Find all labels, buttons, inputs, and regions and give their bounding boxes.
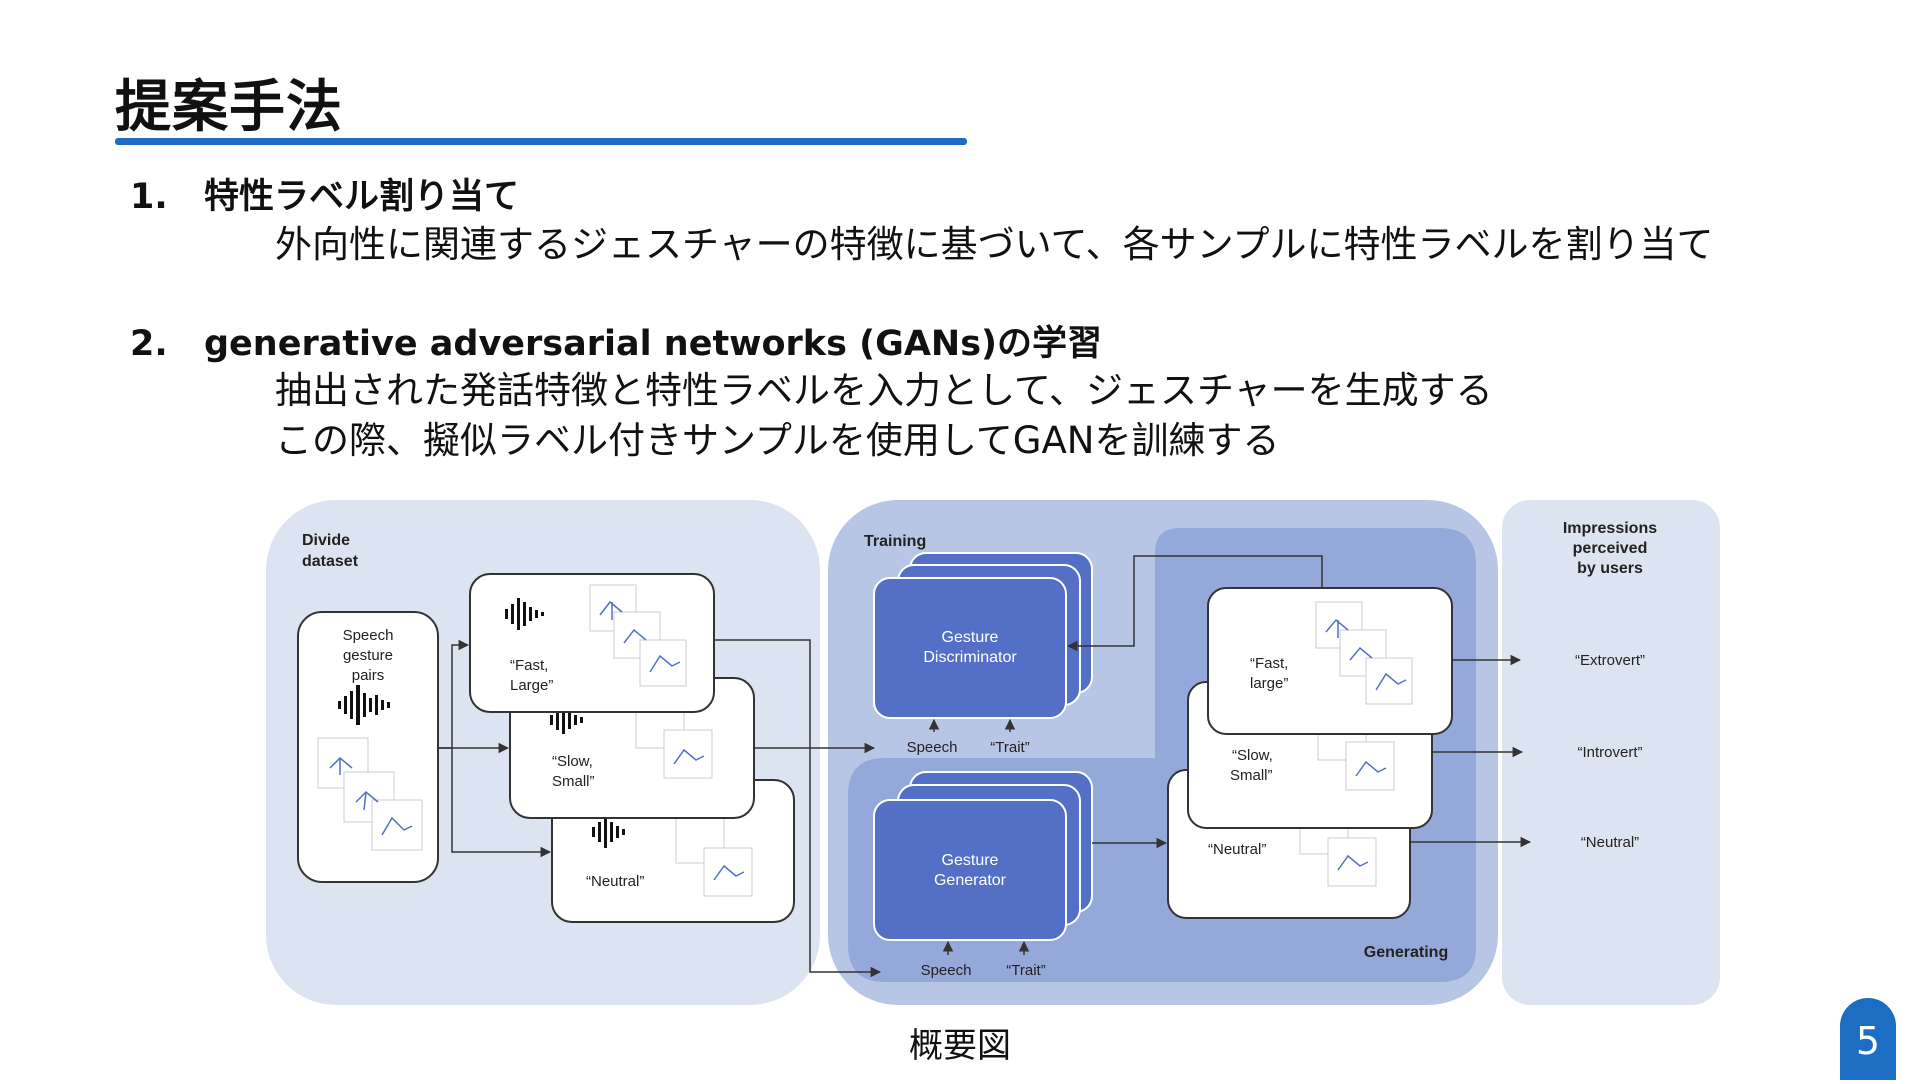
gesture-discriminator-block: Gesture Discriminator [873,552,1093,719]
discriminator-input-trait: “Trait” [990,739,1029,756]
step-1-heading: 1. 特性ラベル割り当て [130,168,519,219]
arrow-output-to-discriminator [1066,555,1323,652]
generating-label: Generating [1364,944,1448,961]
arrow-fast-to-training [714,639,882,978]
output-slow-label-line-1: “Slow, [1232,747,1273,764]
divide-label-line-2: dataset [302,553,359,570]
impressions-panel [1502,500,1720,1005]
group-fast-label-line-1: “Fast, [510,657,548,674]
step-1-number: 1. [130,177,168,217]
impressions-label-line-2: perceived [1573,540,1648,557]
discriminator-label-line-2: Discriminator [923,649,1017,666]
output-fast-label-line-2: large” [1250,675,1288,692]
output-card-fast-large: “Fast, large” [1207,587,1453,735]
pairs-label-line-1: Speech [343,627,394,644]
generator-input-trait: “Trait” [1006,962,1045,979]
slide-title: 提案手法 [115,75,343,140]
gesture-frames-icon [317,737,423,851]
step-2-heading: 2. generative adversarial networks (GANs)… [130,315,1102,366]
impression-introvert: “Introvert” [1577,744,1642,761]
impression-neutral: “Neutral” [1581,834,1639,851]
pairs-label-line-2: gesture [343,647,393,664]
group-slow-label-line-1: “Slow, [552,753,593,770]
impression-extrovert: “Extrovert” [1575,652,1645,669]
step-2-title: generative adversarial networks (GANs)の学… [204,324,1103,364]
step-1-description: 外向性に関連するジェスチャーの特徴に基づいて、各サンプルに特性ラベルを割り当て [275,223,1714,266]
step-1-title: 特性ラベル割り当て [204,177,520,217]
step-2-description-line-1: 抽出された発話特徴と特性ラベルを入力として、ジェスチャーを生成する [275,369,1493,412]
figure-caption: 概要図 [909,1026,1011,1066]
divide-label-line-1: Divide [302,532,350,549]
title-underline [115,138,967,145]
discriminator-input-speech: Speech [907,739,958,756]
step-2-number: 2. [130,324,168,364]
group-fast-label-line-2: Large” [510,677,553,694]
group-slow-label-line-2: Small” [552,773,595,790]
waveform-icon [338,685,390,725]
arrow-pairs-to-neutral [451,748,552,858]
generator-input-speech: Speech [921,962,972,979]
discriminator-label-line-1: Gesture [942,629,999,646]
output-fast-label-line-1: “Fast, [1250,655,1288,672]
training-label: Training [864,533,926,550]
impressions-label-line-3: by users [1577,560,1643,577]
step-2-description-line-2: この際、擬似ラベル付きサンプルを使用してGANを訓練する [275,419,1280,462]
generator-label-line-1: Gesture [942,852,999,869]
output-slow-label-line-2: Small” [1230,767,1273,784]
gesture-generator-block: Gesture Generator [873,771,1093,941]
pairs-label-line-3: pairs [352,667,385,684]
page-number-badge: 5 [1840,998,1896,1080]
group-neutral-label: “Neutral” [586,873,644,890]
group-card-fast-large: “Fast, Large” [469,573,715,713]
output-neutral-label: “Neutral” [1208,841,1266,858]
impressions-label-line-1: Impressions [1563,520,1657,537]
generator-label-line-2: Generator [934,872,1007,889]
